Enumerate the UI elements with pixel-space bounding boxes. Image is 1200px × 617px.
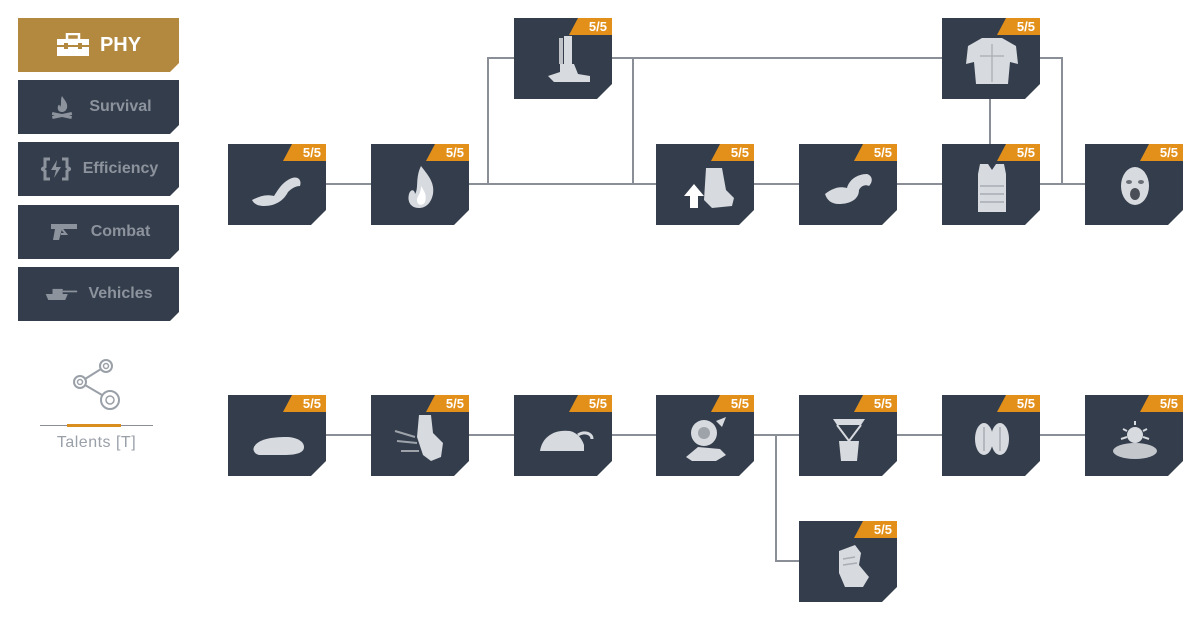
skill-tree-icon [73, 359, 120, 410]
pistol-icon [47, 219, 81, 245]
talent-node-14[interactable]: 5/5 [942, 395, 1040, 476]
talent-node-9[interactable]: 5/5 [228, 395, 326, 476]
talent-node-6[interactable]: 5/5 [942, 18, 1040, 99]
tab-label: Combat [90, 223, 151, 240]
talents-label: Talents [T] [56, 434, 137, 451]
tab-label: PHY [99, 33, 142, 56]
campfire-icon [45, 94, 79, 120]
running-shoe-icon [391, 411, 451, 467]
torso-icon [962, 34, 1022, 90]
hand-grab-icon [676, 411, 736, 467]
tab-efficiency[interactable]: Efficiency [18, 142, 179, 196]
tab-label: Efficiency [82, 160, 159, 177]
talent-node-16[interactable]: 5/5 [799, 521, 897, 602]
level-badge: 5/5 [997, 395, 1040, 412]
footprints-icon [962, 411, 1022, 467]
tab-label: Survival [89, 98, 152, 115]
flame-icon [391, 160, 451, 216]
level-badge: 5/5 [569, 18, 612, 35]
leg-bone-icon [534, 34, 594, 90]
talent-node-8[interactable]: 5/5 [1085, 144, 1183, 225]
sneaker-icon [819, 537, 879, 593]
tab-survival[interactable]: Survival [18, 80, 179, 134]
talent-node-13[interactable]: 5/5 [799, 395, 897, 476]
level-badge: 5/5 [711, 395, 754, 412]
level-badge: 5/5 [854, 521, 897, 538]
dust-slide-icon [534, 411, 594, 467]
talent-node-10[interactable]: 5/5 [371, 395, 469, 476]
tab-vehicles[interactable]: Vehicles [18, 267, 179, 321]
talent-node-4[interactable]: 5/5 [656, 144, 754, 225]
virus-cloud-icon [1105, 411, 1165, 467]
talent-node-2[interactable]: 5/5 [371, 144, 469, 225]
armor-vest-icon [962, 160, 1022, 216]
flexed-arm-icon [819, 160, 879, 216]
level-badge: 5/5 [426, 144, 469, 161]
tank-icon [44, 281, 78, 307]
tab-combat[interactable]: Combat [18, 205, 179, 259]
talent-node-11[interactable]: 5/5 [514, 395, 612, 476]
talent-node-5[interactable]: 5/5 [799, 144, 897, 225]
level-badge: 5/5 [711, 144, 754, 161]
level-badge: 5/5 [997, 18, 1040, 35]
boot-up-arrow-icon [676, 160, 736, 216]
level-badge: 5/5 [569, 395, 612, 412]
shouting-face-icon [1105, 160, 1165, 216]
bare-foot-icon [248, 411, 308, 467]
tab-label: Vehicles [88, 285, 153, 302]
talent-node-12[interactable]: 5/5 [656, 395, 754, 476]
level-badge: 5/5 [283, 395, 326, 412]
level-badge: 5/5 [854, 144, 897, 161]
tab-phy[interactable]: PHY [18, 18, 179, 72]
talent-node-1[interactable]: 5/5 [228, 144, 326, 225]
talents-active-indicator [67, 424, 121, 427]
arm-stretch-icon [248, 160, 308, 216]
level-badge: 5/5 [1140, 395, 1183, 412]
gear-bolt-icon [39, 156, 73, 182]
level-badge: 5/5 [1140, 144, 1183, 161]
wrapped-bundle-icon [819, 411, 879, 467]
level-badge: 5/5 [426, 395, 469, 412]
talents-button[interactable]: Talents [T] [40, 352, 153, 462]
talent-node-7[interactable]: 5/5 [942, 144, 1040, 225]
level-badge: 5/5 [283, 144, 326, 161]
level-badge: 5/5 [997, 144, 1040, 161]
talent-node-3[interactable]: 5/5 [514, 18, 612, 99]
talent-node-15[interactable]: 5/5 [1085, 395, 1183, 476]
level-badge: 5/5 [854, 395, 897, 412]
toolbox-icon [56, 32, 90, 58]
